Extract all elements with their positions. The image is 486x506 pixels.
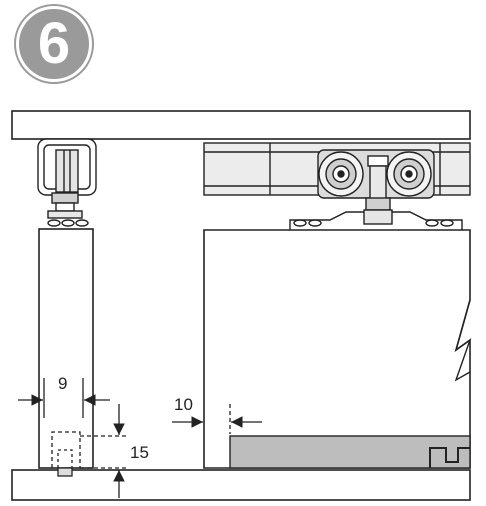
- dimension-9-label: 9: [58, 374, 67, 393]
- left-hanger-bracket: [37, 138, 97, 227]
- dimension-10: [172, 404, 262, 434]
- step-number: 6: [37, 11, 71, 76]
- dimension-15: [80, 404, 128, 498]
- dimension-9: [18, 378, 110, 418]
- floor-guide: [51, 431, 81, 477]
- right-door-panel: [203, 229, 471, 469]
- left-panel: [38, 228, 94, 469]
- right-panel-bracket: [289, 209, 463, 230]
- dimension-10-label: 10: [174, 395, 193, 414]
- dimension-15-label: 15: [130, 443, 149, 462]
- ceiling: [11, 110, 471, 140]
- step-number-badge: 6: [16, 6, 92, 82]
- floor-rail-profile: [429, 447, 470, 468]
- trolley: [317, 149, 435, 211]
- floor-rail: [229, 435, 471, 469]
- floor: [11, 469, 471, 501]
- panel-break-line: [454, 299, 472, 382]
